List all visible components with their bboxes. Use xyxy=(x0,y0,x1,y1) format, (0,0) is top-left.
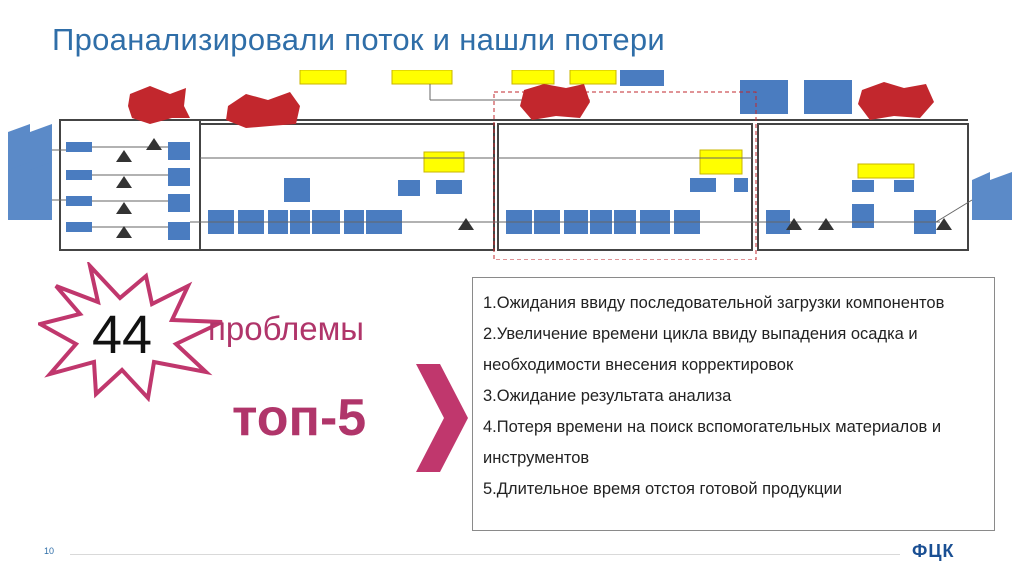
list-item: 3.Ожидание результата анализа xyxy=(483,387,732,405)
list-item: 2.Увеличение времени цикла ввиду выпаден… xyxy=(483,325,918,374)
value-stream-map xyxy=(8,70,1012,260)
problems-count: 44 xyxy=(91,305,153,365)
page-number: 10 xyxy=(44,546,55,556)
top-five-label: топ-5 xyxy=(232,389,367,447)
problems-label: проблемы xyxy=(208,310,365,347)
chevron-right-icon xyxy=(416,364,468,472)
slide-title: Проанализировали поток и нашли потери xyxy=(52,22,666,57)
top-problems-list: 1.Ожидания ввиду последовательной загруз… xyxy=(472,277,995,531)
company-logo: ФЦК xyxy=(912,541,955,561)
list-item: 5.Длительное время отстоя готовой продук… xyxy=(483,480,843,498)
footer-divider xyxy=(70,554,900,555)
problems-starburst xyxy=(38,262,223,402)
list-item: 1.Ожидания ввиду последовательной загруз… xyxy=(483,294,945,312)
list-item: 4.Потеря времени на поиск вспомогательны… xyxy=(483,418,942,467)
